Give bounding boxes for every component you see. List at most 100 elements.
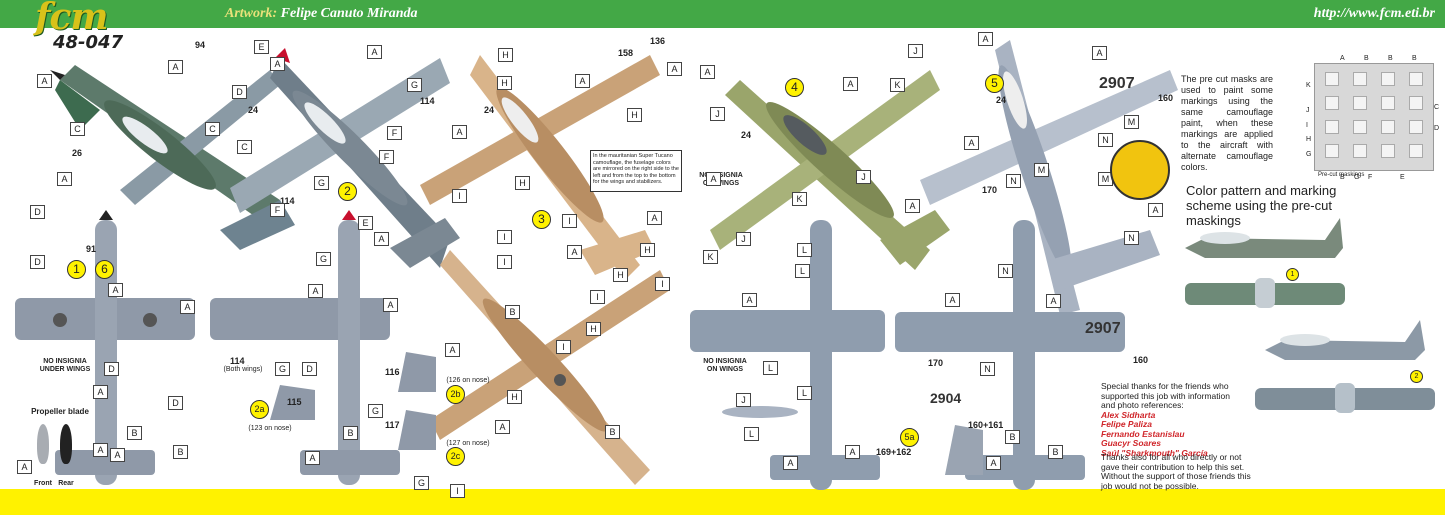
fcm-logo: fcm 48-047 (35, 0, 135, 62)
decal-label-a: A (495, 420, 510, 434)
decal-label-m: M (1034, 163, 1049, 177)
propeller-rear (60, 424, 72, 464)
decal-label-l: L (744, 427, 759, 441)
decal-label-b: B (173, 445, 188, 459)
decal-label-a: A (108, 283, 123, 297)
tail-fin-2c (398, 410, 436, 450)
decal-label-a: A (37, 74, 52, 88)
thanks-section: Special thanks for the friends who suppo… (1101, 381, 1241, 458)
decal-label-g: G (368, 404, 383, 418)
scheme-marker-2a: 2a (250, 400, 269, 419)
decal-label-a: A (964, 136, 979, 150)
decal-label-b: B (505, 305, 520, 319)
decal-label-a: A (742, 293, 757, 307)
serial-94: 94 (195, 40, 206, 50)
serial-114-under: 114 (230, 356, 245, 366)
decal-label-n: N (980, 362, 995, 376)
note-front: Front (34, 480, 52, 487)
note-no-insignia-on-wings-top: NO INSIGNIA ON WINGS (699, 172, 743, 187)
decal-label-d: D (168, 396, 183, 410)
decal-label-e: E (254, 40, 269, 54)
decal-label-b: B (1005, 430, 1020, 444)
decal-label-l: L (795, 264, 810, 278)
decal-label-a: A (180, 300, 195, 314)
squadron-badge-icon (1110, 140, 1170, 200)
aircraft-under-view-scheme-2 (210, 210, 400, 485)
note-propeller-blade: Propeller blade (31, 407, 89, 416)
decal-label-f: F (270, 203, 285, 217)
decal-label-a: A (93, 385, 108, 399)
mask-label-b: B (1412, 55, 1417, 62)
serial-136: 136 (650, 36, 666, 46)
note-both-wings: (Both wings) (223, 366, 263, 373)
decal-label-h: H (586, 322, 601, 336)
mask-label-c: C (1434, 104, 1440, 111)
serial-170-top: 170 (982, 185, 998, 195)
decal-label-i: I (497, 230, 512, 244)
decal-label-g: G (275, 362, 290, 376)
serial-160-under: 160 (1133, 355, 1149, 365)
serial-24-s4: 24 (741, 130, 752, 140)
website-url[interactable]: http://www.fcm.eti.br (1313, 6, 1435, 21)
decal-label-a: A (575, 74, 590, 88)
decal-label-j: J (856, 170, 871, 184)
decal-label-a: A (986, 456, 1001, 470)
profile-scheme-marker-2: 2 (1410, 370, 1423, 383)
thanks-outro: Thanks also for all who directly or not … (1101, 452, 1251, 491)
mask-label-k: K (1306, 82, 1311, 89)
decal-label-d: D (30, 255, 45, 269)
mask-label-g: G (1306, 151, 1312, 158)
precut-mask-sheet (1314, 63, 1434, 171)
serial-2904: 2904 (930, 390, 962, 406)
aircraft-top-view-scheme-2 (230, 48, 460, 268)
mask-label-g: G (1354, 174, 1360, 181)
profile-top-scheme-1 (1185, 278, 1345, 308)
serial-91: 91 (86, 244, 97, 254)
precut-title: Pre-cut maskings (1318, 172, 1365, 178)
decal-label-h: H (613, 268, 628, 282)
fuel-tank (722, 406, 798, 418)
aircraft-under-view-scheme-3 (430, 250, 670, 485)
decal-label-f: F (379, 150, 394, 164)
decal-label-i: I (452, 189, 467, 203)
serial-160-top: 160 (1158, 93, 1174, 103)
aircraft-under-view-scheme-4 (690, 220, 885, 490)
serial-114-wing: 114 (280, 196, 295, 206)
decal-label-k: K (890, 78, 905, 92)
decal-label-d: D (302, 362, 317, 376)
thanks-name: Alex Sidharta (1101, 409, 1156, 420)
decal-label-h: H (627, 108, 642, 122)
footer-bar (0, 489, 1445, 515)
mask-label-h: H (1306, 136, 1312, 143)
note-no-insignia-under-wings: NO INSIGNIA UNDER WINGS (39, 358, 91, 373)
decal-label-a: A (843, 77, 858, 91)
mask-label-j: J (1306, 107, 1310, 114)
decal-label-j: J (736, 232, 751, 246)
mask-label-d: D (1434, 125, 1440, 132)
decal-label-a: A (1092, 46, 1107, 60)
decal-label-a: A (845, 445, 860, 459)
note-127-on-nose: (127 on nose) (446, 440, 490, 447)
serial-169-162: 169+162 (876, 447, 912, 457)
decal-label-h: H (498, 48, 513, 62)
mask-label-f: F (1368, 174, 1373, 181)
decal-label-a: A (270, 57, 285, 71)
decal-label-l: L (763, 361, 778, 375)
serial-24-s5: 24 (996, 95, 1007, 105)
decal-label-g: G (407, 78, 422, 92)
scheme-marker-2b: 2b (446, 385, 465, 404)
decal-label-a: A (374, 232, 389, 246)
decal-label-a: A (452, 125, 467, 139)
decal-label-j: J (736, 393, 751, 407)
decal-label-i: I (590, 290, 605, 304)
serial-158: 158 (618, 48, 634, 58)
decal-label-a: A (667, 62, 682, 76)
decal-label-i: I (655, 277, 670, 291)
precut-description: The pre cut masks are used to paint some… (1181, 74, 1273, 172)
decal-label-a: A (783, 456, 798, 470)
decal-label-h: H (497, 76, 512, 90)
decal-label-i: I (450, 484, 465, 498)
decal-label-k: K (792, 192, 807, 206)
decal-label-a: A (93, 443, 108, 457)
decal-label-a: A (445, 343, 460, 357)
